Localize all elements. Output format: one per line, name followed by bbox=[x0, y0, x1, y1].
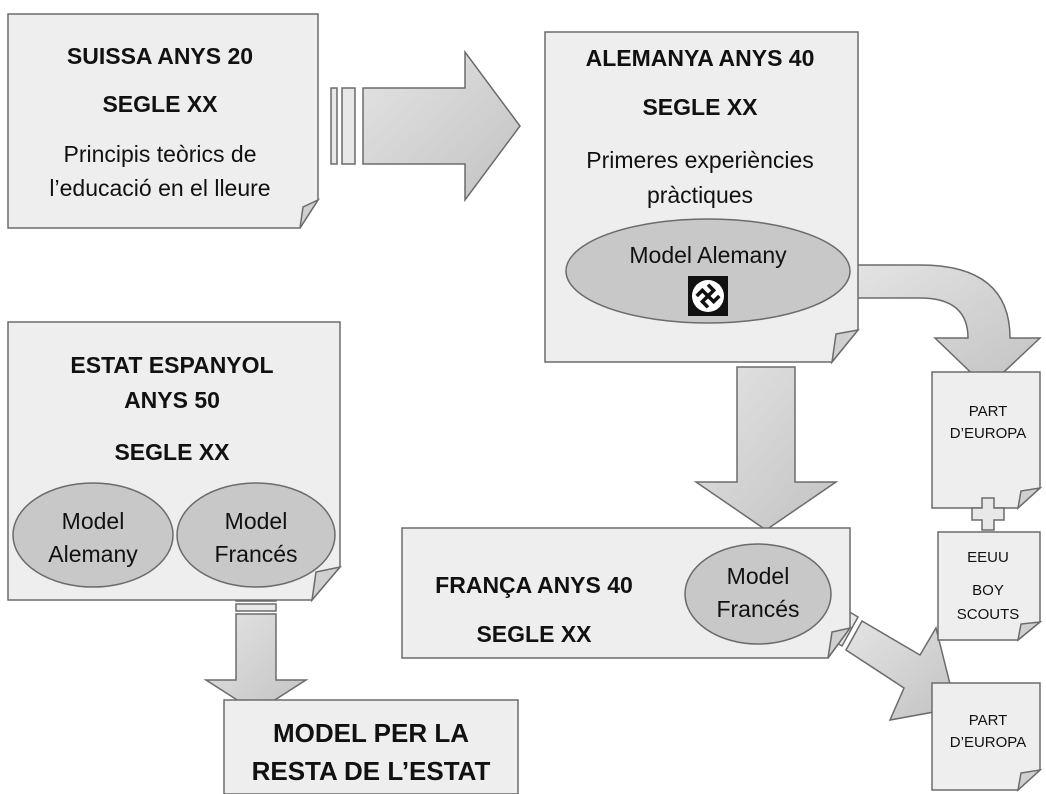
box-eeuu-boy-scouts: EEUU BOY SCOUTS bbox=[937, 531, 1043, 642]
franca-century: SEGLE XX bbox=[476, 621, 592, 647]
eeuu-line-1: EEUU bbox=[967, 549, 1009, 566]
suissa-desc-2: l’educació en el lleure bbox=[49, 175, 270, 201]
box-estat-espanyol: ESTAT ESPANYOL ANYS 50 SEGLE XX Model Al… bbox=[7, 321, 342, 603]
model-resta-1: MODEL PER LA bbox=[273, 718, 469, 748]
plus-sign-icon bbox=[971, 497, 1005, 531]
estat-title-1: ESTAT ESPANYOL bbox=[70, 352, 273, 378]
estat-model-alemany-1: Model bbox=[62, 508, 125, 534]
swastika-icon bbox=[688, 276, 728, 316]
box-franca: FRANÇA ANYS 40 SEGLE XX Model Francés bbox=[401, 527, 852, 659]
box-part-europa-bottom: PART D’EUROPA bbox=[931, 682, 1043, 793]
estat-title-2: ANYS 50 bbox=[124, 387, 220, 413]
estat-century: SEGLE XX bbox=[114, 439, 230, 465]
box-part-europa-top: PART D’EUROPA bbox=[931, 371, 1043, 511]
franca-model-2: Francés bbox=[716, 596, 799, 622]
model-resta-2: RESTA DE L’ESTAT bbox=[252, 756, 491, 786]
alemanya-model-label: Model Alemany bbox=[629, 242, 787, 268]
ellipse-estat-model-frances bbox=[176, 482, 336, 588]
part-europa-bottom-2: D’EUROPA bbox=[950, 734, 1026, 751]
alemanya-title: ALEMANYA ANYS 40 bbox=[586, 45, 815, 71]
part-europa-top-1: PART bbox=[969, 403, 1008, 420]
suissa-century: SEGLE XX bbox=[102, 91, 218, 117]
alemanya-desc-1: Primeres experiències bbox=[586, 147, 814, 173]
eeuu-line-2: BOY bbox=[972, 582, 1004, 599]
box-alemanya: ALEMANYA ANYS 40 SEGLE XX Primeres exper… bbox=[544, 31, 860, 365]
alemanya-century: SEGLE XX bbox=[642, 94, 758, 120]
estat-model-frances-2: Francés bbox=[214, 541, 297, 567]
estat-model-alemany-2: Alemany bbox=[48, 541, 138, 567]
ellipse-franca-model-frances bbox=[684, 543, 832, 645]
eeuu-line-3: SCOUTS bbox=[957, 606, 1020, 623]
box-suissa: SUISSA ANYS 20 SEGLE XX Principis teòric… bbox=[7, 13, 321, 229]
franca-title: FRANÇA ANYS 40 bbox=[435, 572, 633, 598]
ellipse-estat-model-alemany bbox=[12, 482, 174, 588]
franca-model-1: Model bbox=[727, 563, 790, 589]
part-europa-top-2: D’EUROPA bbox=[950, 425, 1026, 442]
suissa-title: SUISSA ANYS 20 bbox=[67, 43, 253, 69]
ellipse-model-alemany bbox=[565, 218, 851, 324]
arrow-suissa-to-alemanya bbox=[330, 49, 521, 203]
suissa-desc-1: Principis teòrics de bbox=[63, 141, 256, 167]
arrow-estat-to-model-resta bbox=[203, 595, 309, 713]
estat-model-frances-1: Model bbox=[225, 508, 288, 534]
arrow-alemanya-to-franca bbox=[693, 335, 839, 531]
box-model-resta-estat: MODEL PER LA RESTA DE L’ESTAT bbox=[223, 699, 519, 794]
arrow-alemanya-to-part-europa bbox=[847, 264, 1042, 390]
alemanya-desc-2: pràctiques bbox=[647, 182, 753, 208]
part-europa-bottom-1: PART bbox=[969, 712, 1008, 729]
